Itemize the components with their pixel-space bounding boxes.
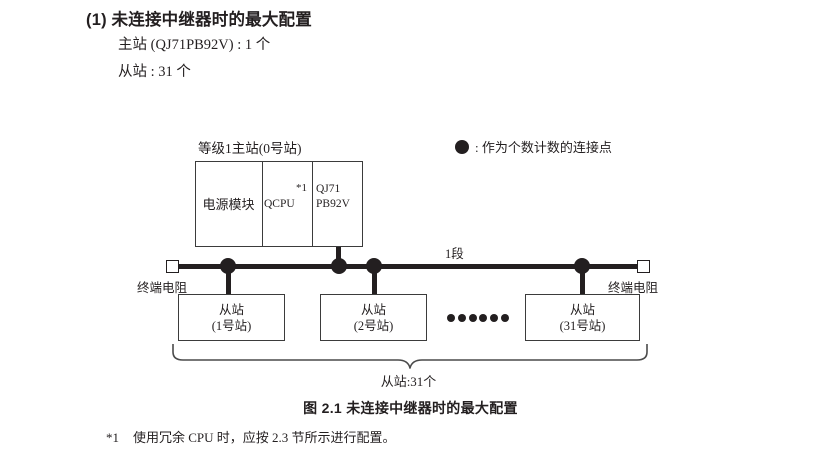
- master-drop-line: [336, 247, 341, 267]
- footnote-text: 使用冗余 CPU 时，应按 2.3 节所示进行配置。: [133, 430, 396, 445]
- master-rack: [195, 161, 363, 247]
- ellipsis-dot: [447, 314, 455, 322]
- slave-station-box: 从站 (1号站): [178, 294, 285, 341]
- footnote: *1 使用冗余 CPU 时，应按 2.3 节所示进行配置。: [106, 427, 396, 446]
- ellipsis-dot: [479, 314, 488, 322]
- slave-station-box: 从站 (31号站): [525, 294, 640, 341]
- footnote-marker: *1: [106, 430, 119, 445]
- network-bus-line: [177, 263, 639, 269]
- ellipsis-dot: [490, 314, 499, 322]
- slave-station-name: 从站: [218, 303, 244, 317]
- connection-dot-master: [331, 258, 347, 274]
- drop-stem-slave-31: [579, 266, 585, 296]
- slave-station-number: (1号站): [211, 319, 252, 333]
- ellipsis-dots-icon: [447, 313, 509, 323]
- figure-caption: 图 2.1 未连接中继器时的最大配置: [303, 400, 518, 416]
- master-module-label-line2: PB92V: [316, 198, 350, 210]
- footnote-marker-1: *1: [296, 182, 307, 194]
- slave-station-number: (31号站): [559, 319, 606, 333]
- ellipsis-dot: [468, 314, 477, 322]
- legend: : 作为个数计数的连接点: [455, 137, 612, 156]
- slave-station-number: (2号站): [353, 319, 394, 333]
- slave-station-name: 从站: [569, 303, 595, 317]
- legend-label: : 作为个数计数的连接点: [475, 140, 612, 155]
- spec-slave-station: 从站 : 31 个: [118, 64, 191, 80]
- terminator-left-label: 终端电阻: [137, 281, 188, 295]
- slave-count-brace: [170, 343, 650, 370]
- rack-divider-2: [312, 161, 313, 247]
- qcpu-module-label: QCPU: [264, 198, 295, 210]
- master-module-label-line1: QJ71: [316, 183, 341, 195]
- drop-stem-slave-1: [225, 266, 231, 296]
- master-module-label: QJ71 PB92V: [316, 182, 364, 212]
- ellipsis-dot: [500, 314, 509, 322]
- terminator-left-icon: [166, 259, 179, 273]
- terminator-right-label: 终端电阻: [608, 281, 659, 295]
- page-title: (1) 未连接中继器时的最大配置: [86, 11, 312, 29]
- terminator-right-icon: [637, 259, 650, 273]
- segment-label: 1段: [445, 247, 464, 261]
- drop-stem-slave-2: [371, 266, 377, 296]
- ellipsis-dot: [457, 314, 466, 322]
- rack-divider-1: [262, 161, 263, 247]
- slave-count-label: 从站:31个: [0, 371, 821, 390]
- spec-master-station: 主站 (QJ71PB92V) : 1 个: [118, 37, 271, 53]
- master-station-caption: 等级1主站(0号站): [198, 141, 302, 156]
- slave-station-name: 从站: [360, 303, 386, 317]
- slave-station-box: 从站 (2号站): [320, 294, 427, 341]
- slave-count-text: 从站:31个: [380, 374, 437, 389]
- brace-icon: [172, 343, 648, 369]
- filled-circle-icon: [455, 139, 469, 154]
- power-module-label: 电源模块: [202, 197, 255, 212]
